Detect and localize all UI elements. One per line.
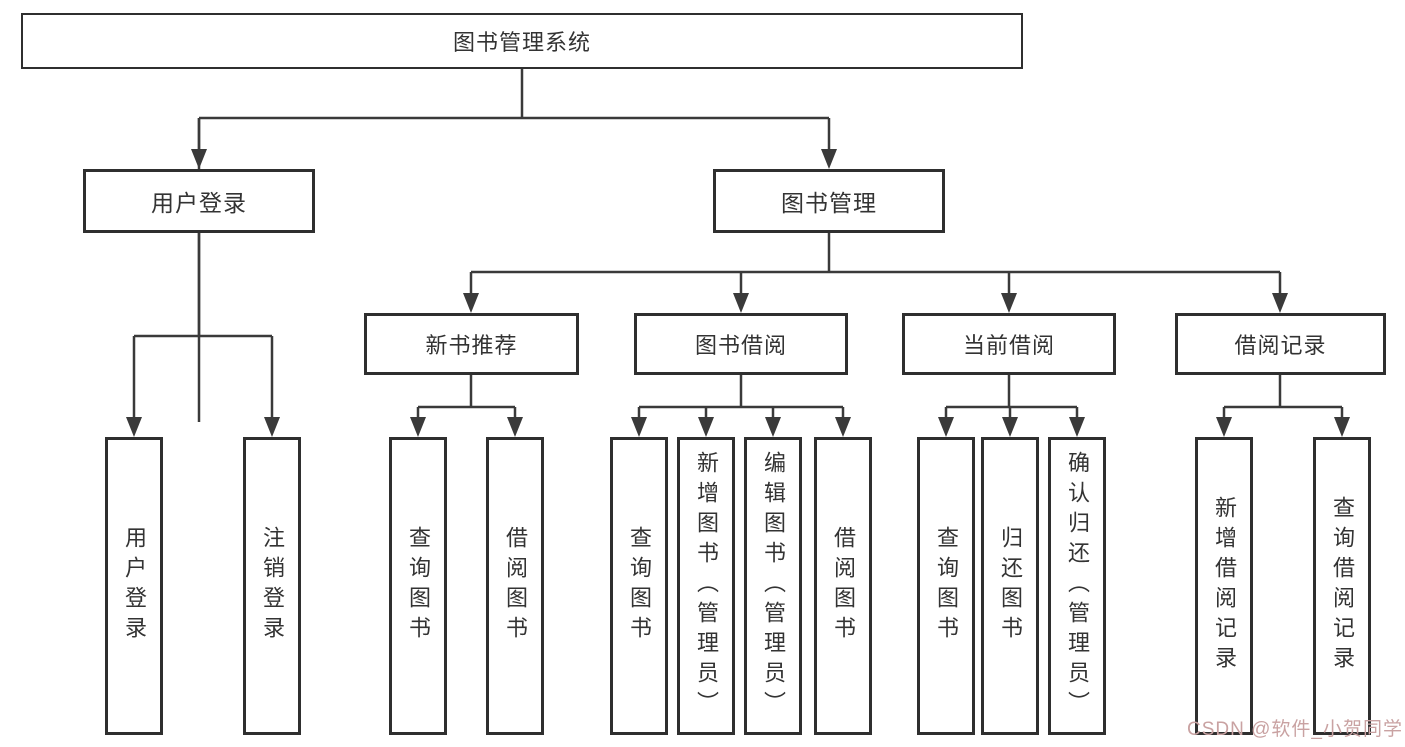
leaf-bb-query-books: 查询图书 — [610, 437, 668, 735]
node-user-login: 用户登录 — [83, 169, 315, 233]
node-new-book-recommend: 新书推荐 — [364, 313, 579, 375]
leaf-rec-add-record: 新增借阅记录 — [1195, 437, 1253, 735]
leaf-rec-query-record: 查询借阅记录 — [1313, 437, 1371, 735]
leaf-cb-confirm-return-admin: 确认归还（管理员） — [1048, 437, 1106, 735]
leaf-bb-edit-books-admin: 编辑图书（管理员） — [744, 437, 802, 735]
leaf-user-login: 用户登录 — [105, 437, 163, 735]
leaf-bb-borrow-books: 借阅图书 — [814, 437, 872, 735]
leaf-bb-add-books-admin: 新增图书（管理员） — [677, 437, 735, 735]
node-book-management: 图书管理 — [713, 169, 945, 233]
leaf-cb-return-books: 归还图书 — [981, 437, 1039, 735]
leaf-logout: 注销登录 — [243, 437, 301, 735]
leaf-nb-borrow-books: 借阅图书 — [486, 437, 544, 735]
node-current-borrowing: 当前借阅 — [902, 313, 1116, 375]
node-book-borrowing: 图书借阅 — [634, 313, 848, 375]
leaf-cb-query-books: 查询图书 — [917, 437, 975, 735]
watermark: CSDN @软件_小贺同学 — [1187, 719, 1403, 740]
leaf-nb-query-books: 查询图书 — [389, 437, 447, 735]
node-borrowing-records: 借阅记录 — [1175, 313, 1386, 375]
node-root: 图书管理系统 — [21, 13, 1023, 69]
